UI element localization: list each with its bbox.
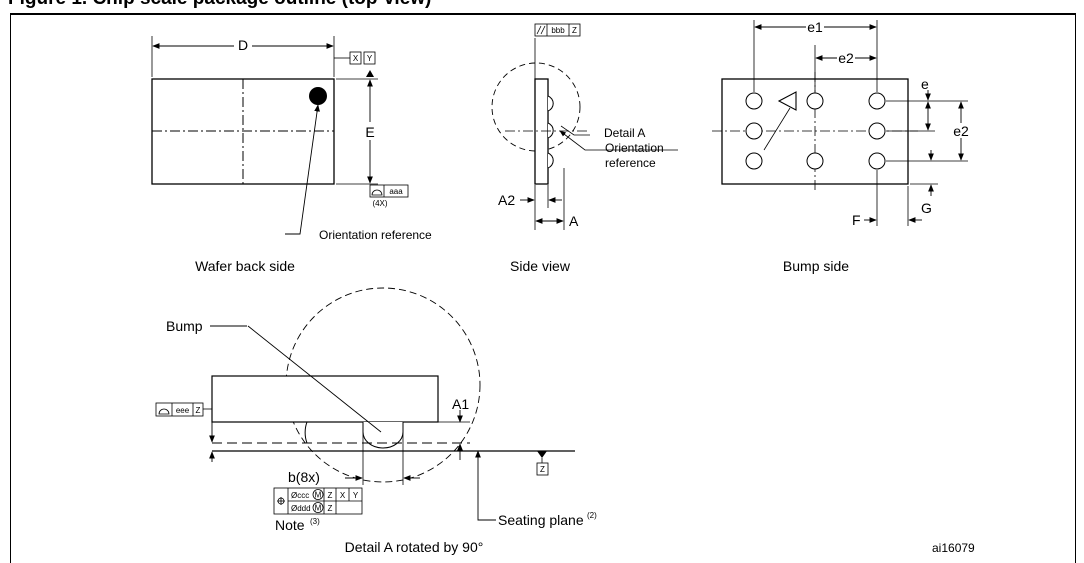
dim-a2-label: A2 — [498, 192, 515, 208]
mod-m-1: M — [315, 491, 322, 500]
orientation-label: Orientation reference — [319, 228, 432, 242]
note-ref: (3) — [310, 517, 320, 526]
dim-e2-right-label: e2 — [953, 123, 969, 139]
datum-y-label: Y — [367, 54, 373, 63]
mod-m-2: M — [315, 504, 322, 513]
dim-e2-top-label: e2 — [838, 50, 854, 66]
pos-datum-y: Y — [353, 491, 359, 500]
detail-flatness-code: eee — [176, 406, 190, 415]
figure-frame — [10, 13, 1076, 563]
wafer-back-view: D X Y E aaa (4X) Orientation reference W… — [151, 36, 432, 274]
bump-leader — [247, 325, 382, 433]
detail-a-view: Bump eee Z A1 b(8x) Øccc Øddd — [155, 287, 597, 555]
seating-ref: (2) — [587, 511, 597, 520]
dim-b-label: b(8x) — [288, 469, 320, 485]
datum-y-box — [363, 51, 376, 65]
caption-detail: Detail A rotated by 90° — [345, 539, 484, 555]
dim-a-label: A — [569, 213, 579, 229]
side-view: bbb Z Detail A Orientation reference A2 … — [491, 23, 678, 274]
orientation-leader — [285, 104, 320, 235]
seating-label: Seating plane — [498, 512, 584, 528]
flatness-frame — [369, 184, 409, 198]
bump — [868, 152, 886, 170]
detail-die — [211, 375, 439, 423]
parallel-datum: Z — [572, 26, 577, 35]
bump — [745, 92, 763, 110]
pos-datum-z-2: Z — [328, 504, 333, 513]
flatness-count: (4X) — [372, 199, 387, 208]
parallel-frame — [534, 23, 581, 37]
orientation-dot — [309, 87, 327, 105]
bump — [745, 152, 763, 170]
dim-f-label: F — [852, 212, 861, 228]
bump — [868, 92, 886, 110]
bump-label: Bump — [166, 318, 203, 334]
datum-x-label: X — [353, 54, 359, 63]
pos-datum-x: X — [340, 491, 346, 500]
bump — [806, 152, 824, 170]
bump — [806, 92, 824, 110]
pos-datum-z-1: Z — [328, 491, 333, 500]
bump-side-view: e1 e2 e e2 G F Bump side — [712, 19, 972, 274]
figure-title: Figure 1. Chip scale package outline (to… — [8, 0, 431, 10]
dim-a1-label: A1 — [452, 396, 469, 412]
bump — [745, 122, 763, 140]
orientation-triangle — [777, 91, 797, 111]
caption-bump-side: Bump side — [783, 258, 849, 274]
parallel-code: bbb — [551, 26, 565, 35]
figure-id: ai16079 — [932, 541, 975, 555]
detail-flatness-datum: Z — [196, 406, 201, 415]
dim-d-label: D — [238, 37, 248, 53]
flatness-code: aaa — [389, 187, 403, 196]
caption-wafer-back: Wafer back side — [195, 258, 295, 274]
detail-bump — [362, 422, 404, 449]
die-side — [534, 78, 549, 185]
dim-g-label: G — [921, 200, 932, 216]
datum-z-box — [536, 462, 549, 476]
dim-e-right-label: e — [921, 76, 929, 92]
bump — [868, 122, 886, 140]
datum-x-box — [349, 51, 362, 65]
dim-e1-label: e1 — [807, 19, 823, 35]
side-orientation-1: Orientation — [605, 141, 664, 155]
note-label: Note — [275, 517, 305, 533]
position-code-1: Øccc — [291, 491, 309, 500]
side-orientation-2: reference — [605, 156, 656, 170]
dim-e-label: E — [365, 124, 374, 140]
detail-flatness-frame — [155, 402, 204, 417]
caption-side: Side view — [510, 258, 571, 274]
detail-circle — [285, 287, 481, 483]
detail-a-circle — [491, 62, 581, 152]
detail-a-label: Detail A — [604, 126, 645, 140]
position-code-2: Øddd — [291, 504, 311, 513]
datum-z-label: Z — [540, 465, 545, 474]
